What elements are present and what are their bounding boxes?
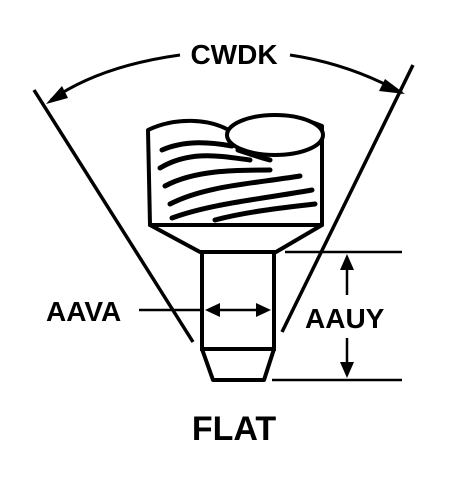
screw-illustration — [146, 113, 325, 382]
angle-dimension: CWDK — [46, 39, 405, 104]
angle-arrowhead-right — [379, 79, 405, 94]
angle-extension-line-left — [32, 89, 195, 343]
length-dimension: AAUY — [272, 250, 402, 382]
diameter-arrowhead-right — [256, 303, 271, 317]
length-arrowhead-bottom — [340, 362, 354, 378]
length-dimension-label: AAUY — [305, 303, 385, 334]
screw-shank — [200, 250, 276, 351]
diameter-arrowhead-left — [205, 303, 220, 317]
tip-style-caption: FLAT — [192, 410, 277, 448]
length-arrowhead-top — [340, 254, 354, 270]
screw-countersink — [148, 223, 324, 254]
angle-dimension-label: CWDK — [190, 39, 277, 70]
diameter-dimension: AAVA — [46, 296, 271, 327]
angle-extension-line-right — [280, 64, 415, 333]
diameter-dimension-label: AAVA — [46, 296, 121, 327]
angle-arrowhead-left — [46, 86, 68, 104]
screw-head-top-face — [225, 113, 325, 157]
head-knurl-texture — [157, 140, 318, 223]
angle-arc-left — [50, 53, 181, 102]
screw-flat-tip — [200, 347, 276, 382]
